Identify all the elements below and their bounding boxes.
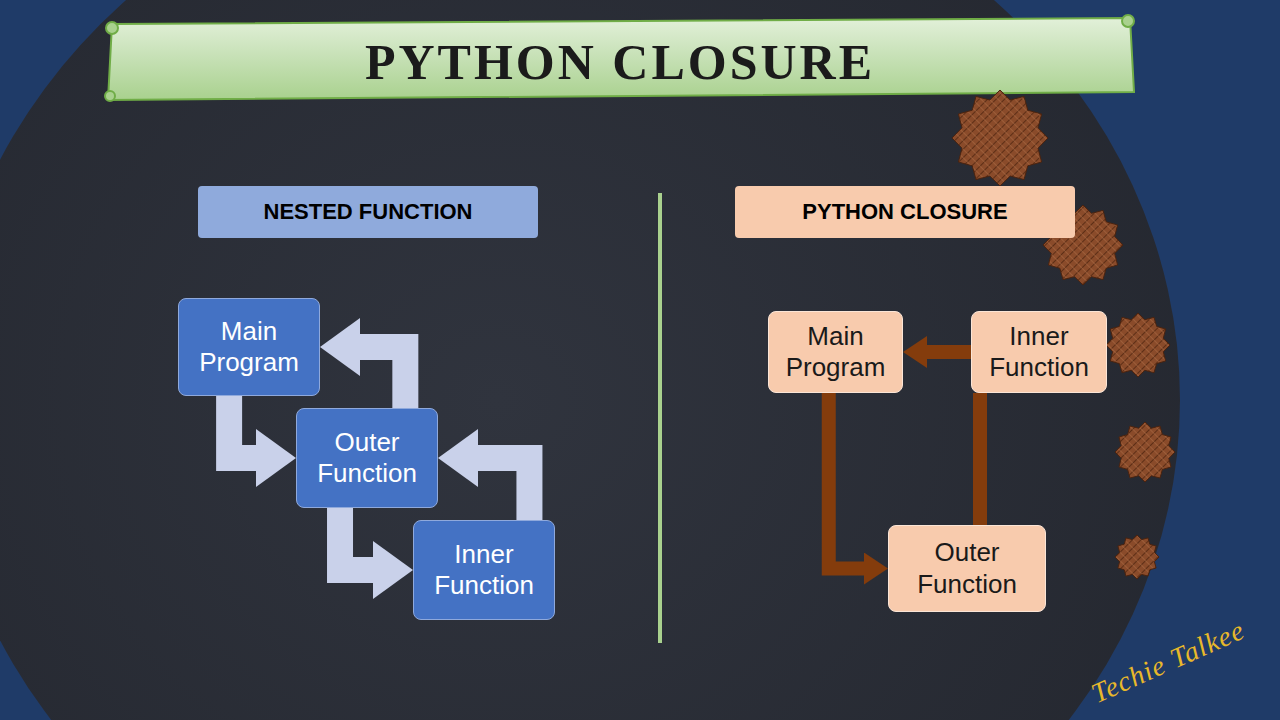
flow-arrow xyxy=(229,396,256,458)
process-box: Outer Function xyxy=(296,408,438,508)
process-box: Inner Function xyxy=(971,311,1107,393)
divider-line xyxy=(658,193,662,643)
node-text: Outer Function xyxy=(897,537,1037,599)
panel-header: PYTHON CLOSURE xyxy=(735,186,1075,238)
title-banner xyxy=(105,15,1134,101)
node-text: Inner Function xyxy=(980,321,1098,383)
flow-arrow xyxy=(829,393,864,569)
star-badge xyxy=(1106,313,1170,377)
dark-ground xyxy=(0,0,1180,720)
node-text: Inner Function xyxy=(422,539,546,601)
process-box: Main Program xyxy=(178,298,320,396)
process-box: Main Program xyxy=(768,311,903,393)
node-text: NESTED FUNCTION xyxy=(264,199,473,225)
star-badges xyxy=(952,90,1175,579)
flow-arrow xyxy=(478,458,529,520)
star-badge xyxy=(1115,422,1175,482)
node-text: PYTHON CLOSURE xyxy=(802,199,1007,225)
process-box: Inner Function xyxy=(413,520,555,620)
title: PYTHON CLOSURE xyxy=(110,28,1130,96)
node-text: Outer Function xyxy=(305,427,429,489)
node-text: Main Program xyxy=(187,316,311,378)
panel-header: NESTED FUNCTION xyxy=(198,186,538,238)
star-badge xyxy=(952,90,1048,186)
flow-arrow xyxy=(360,347,405,408)
star-badge xyxy=(1115,535,1159,579)
flow-arrow xyxy=(340,508,373,570)
process-box: Outer Function xyxy=(888,525,1046,612)
flow-arrow xyxy=(973,393,987,525)
node-text: Main Program xyxy=(777,321,894,383)
flow-arrow xyxy=(927,345,971,359)
